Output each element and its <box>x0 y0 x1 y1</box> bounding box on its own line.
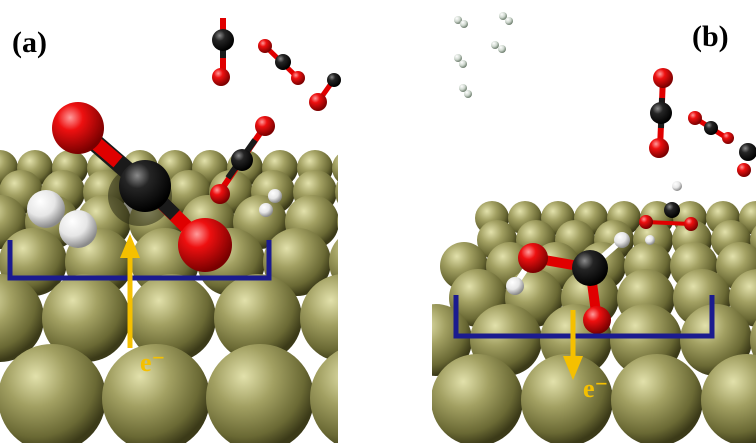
surface-atom <box>0 274 44 362</box>
surface-atom <box>128 274 216 362</box>
metal-surface-a <box>0 150 338 443</box>
hydrogen-molecules-b <box>454 12 513 98</box>
surface-atom <box>611 354 703 443</box>
electron-label-b: e⁻ <box>583 374 608 403</box>
gas-molecules-b <box>639 68 756 245</box>
panel-label-a: (a) <box>12 26 47 59</box>
surface-atom <box>332 154 338 182</box>
panel-b: e⁻ (b) <box>432 12 756 443</box>
surface-atom <box>206 344 314 443</box>
surface-atom <box>335 180 338 204</box>
surface-atom <box>701 354 756 443</box>
surface-atom <box>521 354 613 443</box>
electron-arrow-a <box>120 234 140 348</box>
surface-atom <box>329 238 338 286</box>
surface-atom <box>750 320 756 360</box>
surface-atom <box>300 274 338 362</box>
active-site-bracket-a <box>7 240 272 281</box>
gas-molecules-a <box>210 18 341 217</box>
surface-atom <box>310 350 338 443</box>
surface-atom <box>102 344 210 443</box>
surface-atom <box>214 274 302 362</box>
surface-atom <box>432 354 523 443</box>
adsorbed-cooh-b <box>506 232 630 334</box>
panel-a: e⁻ (a) <box>0 18 341 443</box>
surface-atom <box>42 274 130 362</box>
adsorbed-co2-a <box>27 102 232 272</box>
surface-atom <box>263 228 331 296</box>
surface-atom <box>0 344 106 443</box>
electron-arrow-b <box>563 310 583 380</box>
panel-label-b: (b) <box>692 20 729 53</box>
metal-surface-b <box>432 201 756 443</box>
electron-label-a: e⁻ <box>140 348 165 377</box>
active-site-bracket-b <box>453 295 715 339</box>
surface-atom <box>337 214 338 230</box>
